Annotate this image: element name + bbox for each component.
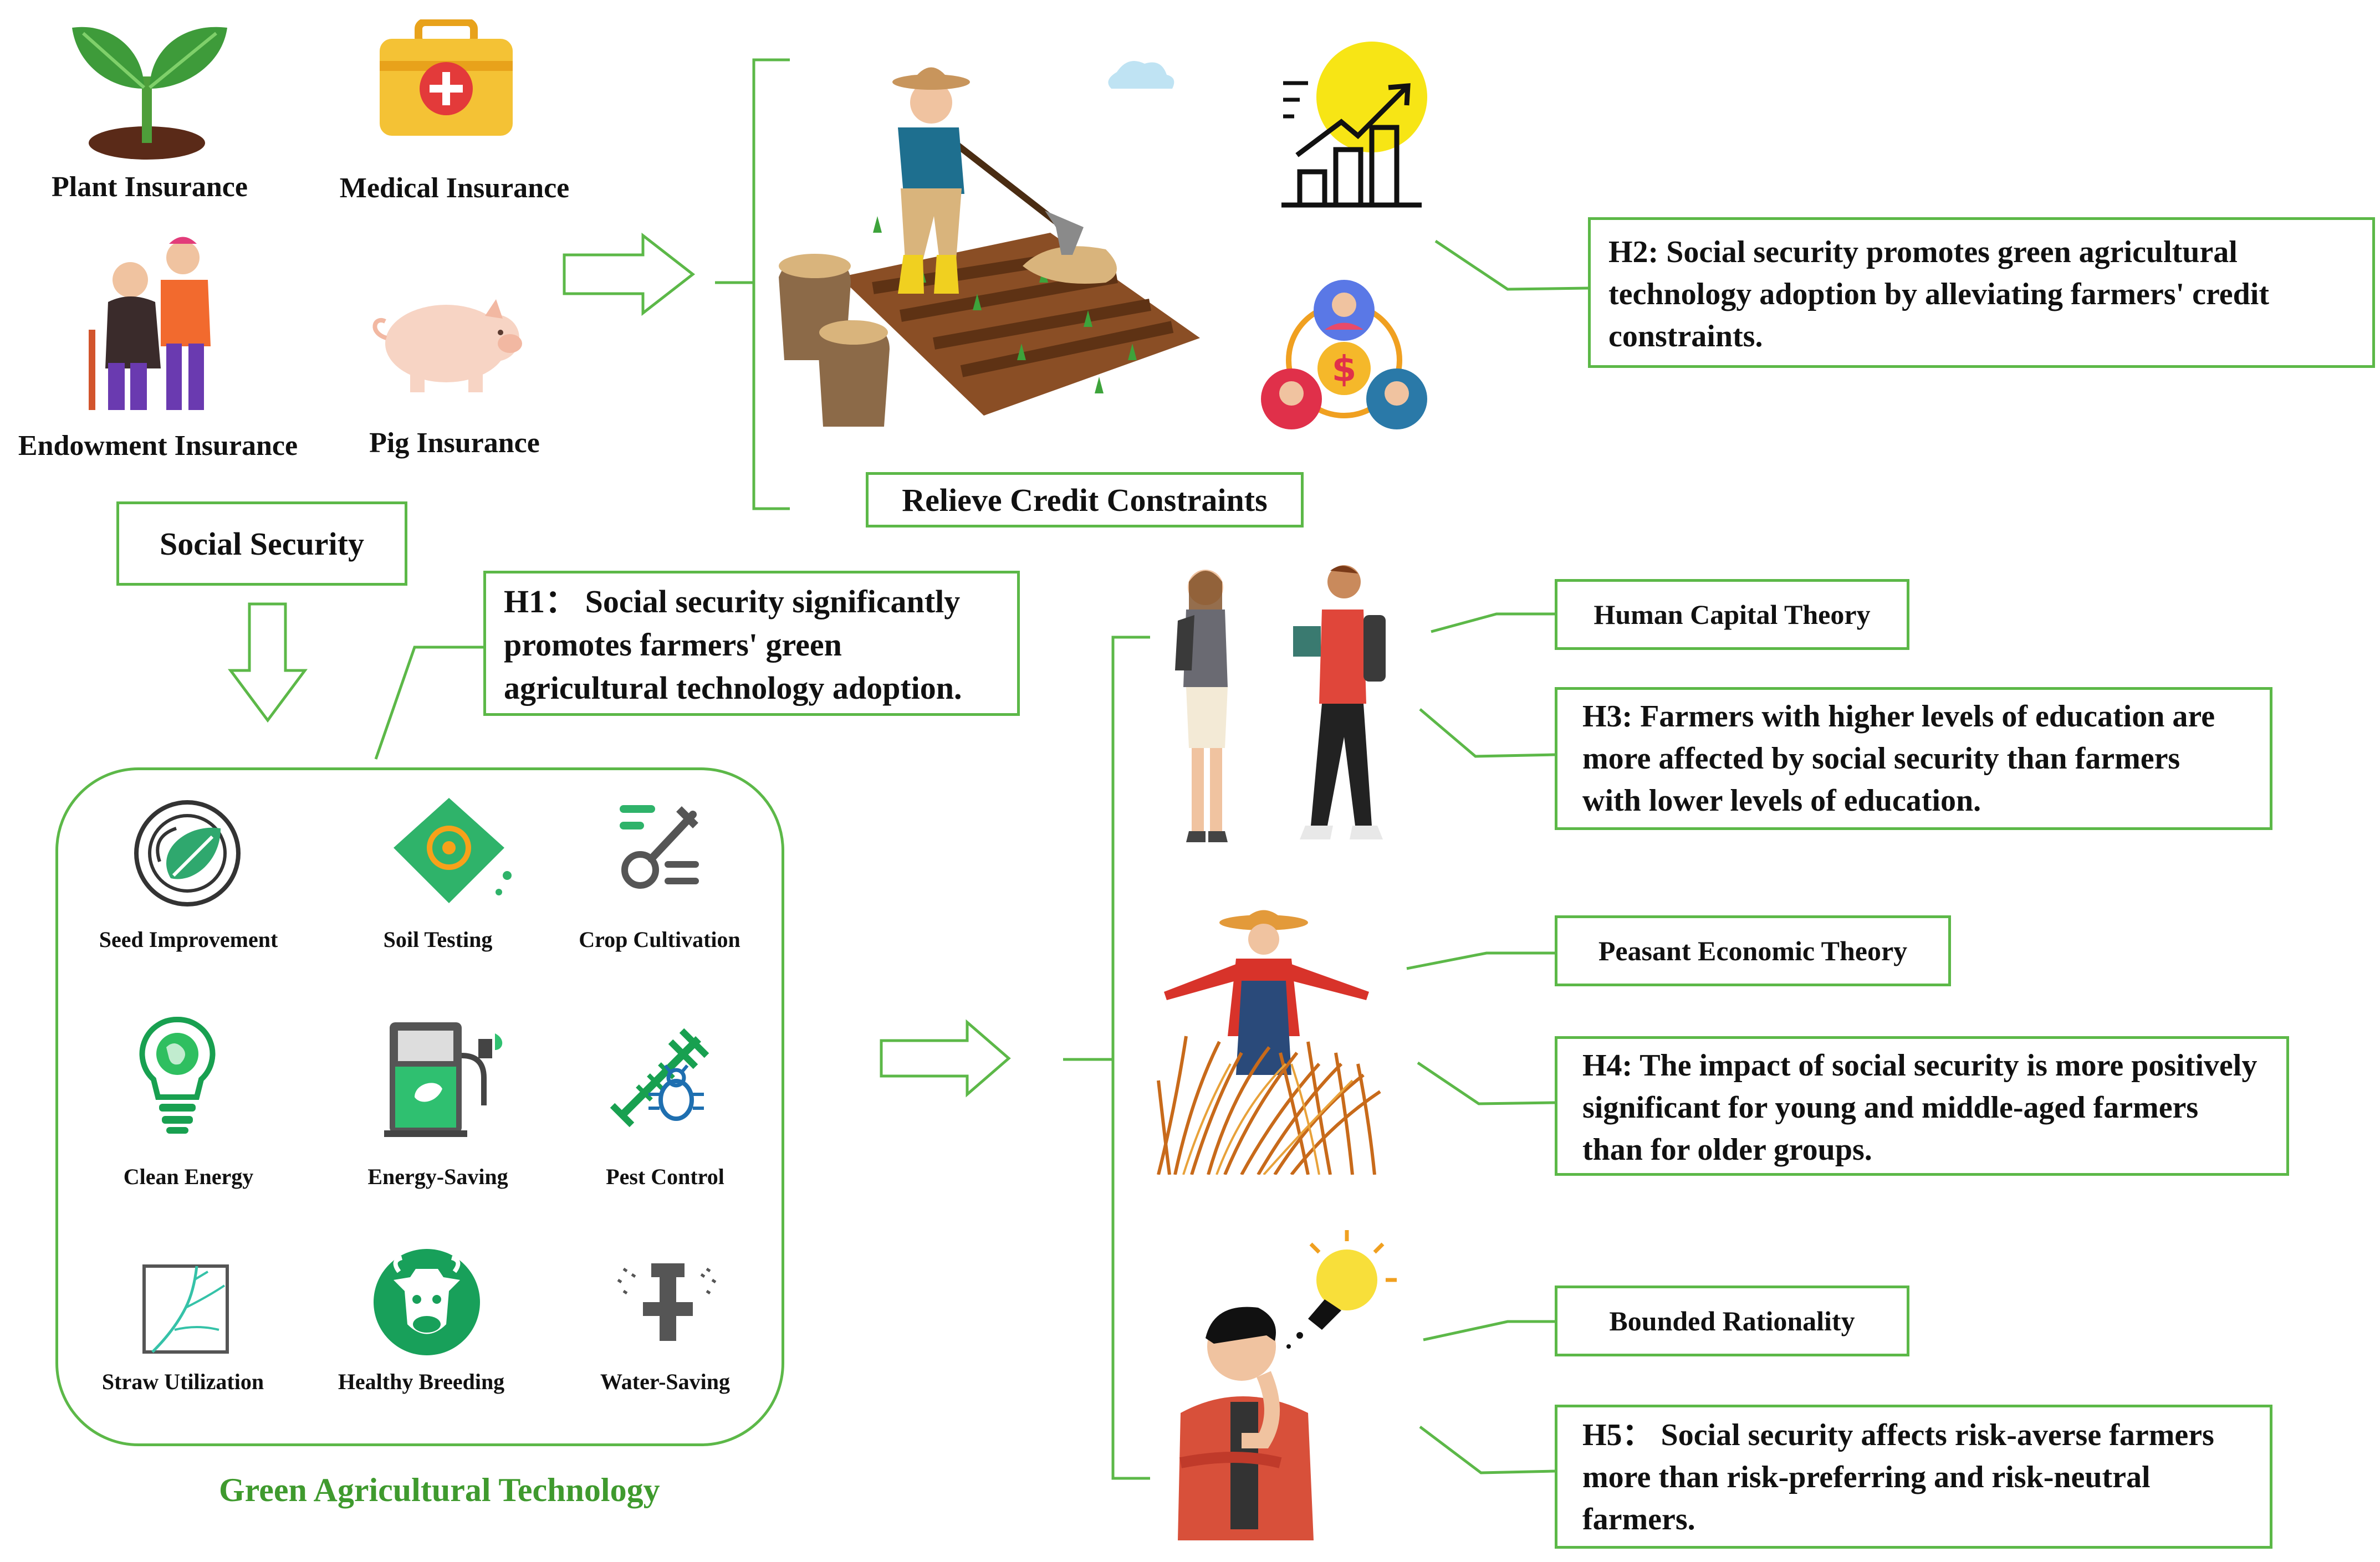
relieve-credit-label: Relieve Credit Constraints [902, 482, 1268, 518]
thinking-person-illustration [1169, 1230, 1413, 1540]
svg-text:$: $ [1332, 349, 1357, 390]
straw-utilization-label: Straw Utilization [101, 1369, 264, 1394]
h2-text: H2: Social security promotes green agric… [1608, 235, 2269, 354]
credit-brace [715, 58, 790, 510]
bounded-rationality-box: Bounded Rationality [1555, 1286, 1909, 1356]
h5-connector [1419, 1426, 1555, 1474]
crop-cultivation-label: Crop Cultivation [579, 927, 740, 952]
farmer-field-illustration [1153, 898, 1386, 1175]
h3-box: H3: Farmers with higher levels of educat… [1555, 687, 2272, 830]
healthy-breeding-label: Healthy Breeding [338, 1369, 505, 1394]
h1-text: H1： Social security significantly promot… [504, 583, 962, 706]
seed-improvement-icon [126, 795, 248, 911]
medical-kit-icon [374, 19, 518, 139]
h4-box: H4: The impact of social security is mor… [1555, 1036, 2289, 1176]
h4-text: H4: The impact of social security is mor… [1582, 1048, 2258, 1167]
h3-text: H3: Farmers with higher levels of educat… [1582, 699, 2215, 818]
farmer-digging-illustration [773, 50, 1211, 438]
medical-insurance-label: Medical Insurance [339, 172, 570, 204]
energy-saving-label: Energy-Saving [367, 1164, 508, 1189]
water-saving-label: Water-Saving [600, 1369, 731, 1394]
h1-box: H1： Social security significantly promot… [483, 571, 1020, 716]
arrow-to-theories [880, 1019, 1011, 1098]
h4-connector [1417, 1061, 1555, 1105]
peasant-connector [1406, 951, 1555, 970]
clean-energy-label: Clean Energy [123, 1164, 254, 1189]
pest-control-icon [604, 1022, 715, 1133]
human-capital-box: Human Capital Theory [1555, 579, 1909, 650]
arrow-to-credit [563, 232, 696, 316]
soil-testing-icon [382, 792, 515, 914]
seed-improvement-label: Seed Improvement [99, 927, 278, 952]
pig-insurance-label: Pig Insurance [369, 427, 540, 459]
endowment-insurance-label: Endowment Insurance [18, 430, 298, 462]
money-network-icon: $ [1261, 277, 1427, 443]
h3-connector [1419, 708, 1555, 758]
soil-testing-label: Soil Testing [383, 927, 493, 952]
social-security-label: Social Security [160, 525, 364, 562]
clean-energy-icon [136, 1014, 219, 1136]
human-capital-label: Human Capital Theory [1594, 599, 1871, 630]
straw-utilization-icon [141, 1263, 230, 1355]
growth-chart-icon [1275, 39, 1430, 211]
social-security-box: Social Security [116, 501, 407, 586]
peasant-economic-label: Peasant Economic Theory [1598, 935, 1908, 966]
theory-brace [1063, 636, 1150, 1480]
peasant-economic-box: Peasant Economic Theory [1555, 915, 1951, 986]
bounded-rationality-label: Bounded Rationality [1609, 1305, 1855, 1336]
bounded-connector [1423, 1320, 1555, 1341]
students-illustration [1150, 560, 1405, 848]
human-capital-connector [1431, 612, 1555, 633]
plant-icon [61, 11, 233, 161]
h5-text: H5： Social security affects risk-averse … [1582, 1418, 2214, 1537]
energy-saving-icon [381, 1017, 509, 1139]
elderly-couple-icon [78, 230, 227, 413]
h2-box: H2: Social security promotes green agric… [1588, 217, 2375, 368]
crop-cultivation-icon [612, 798, 707, 892]
green-tech-title: Green Agricultural Technology [219, 1472, 660, 1508]
healthy-breeding-icon [371, 1247, 482, 1358]
pest-control-label: Pest Control [606, 1164, 724, 1189]
h2-connector [1434, 239, 1589, 291]
h5-box: H5： Social security affects risk-averse … [1555, 1405, 2272, 1549]
h1-connector [374, 646, 483, 760]
plant-insurance-label: Plant Insurance [52, 171, 248, 203]
arrow-to-green-tech [228, 602, 308, 723]
pig-icon [357, 288, 524, 393]
water-saving-icon [612, 1258, 723, 1346]
relieve-credit-box: Relieve Credit Constraints [866, 472, 1304, 528]
